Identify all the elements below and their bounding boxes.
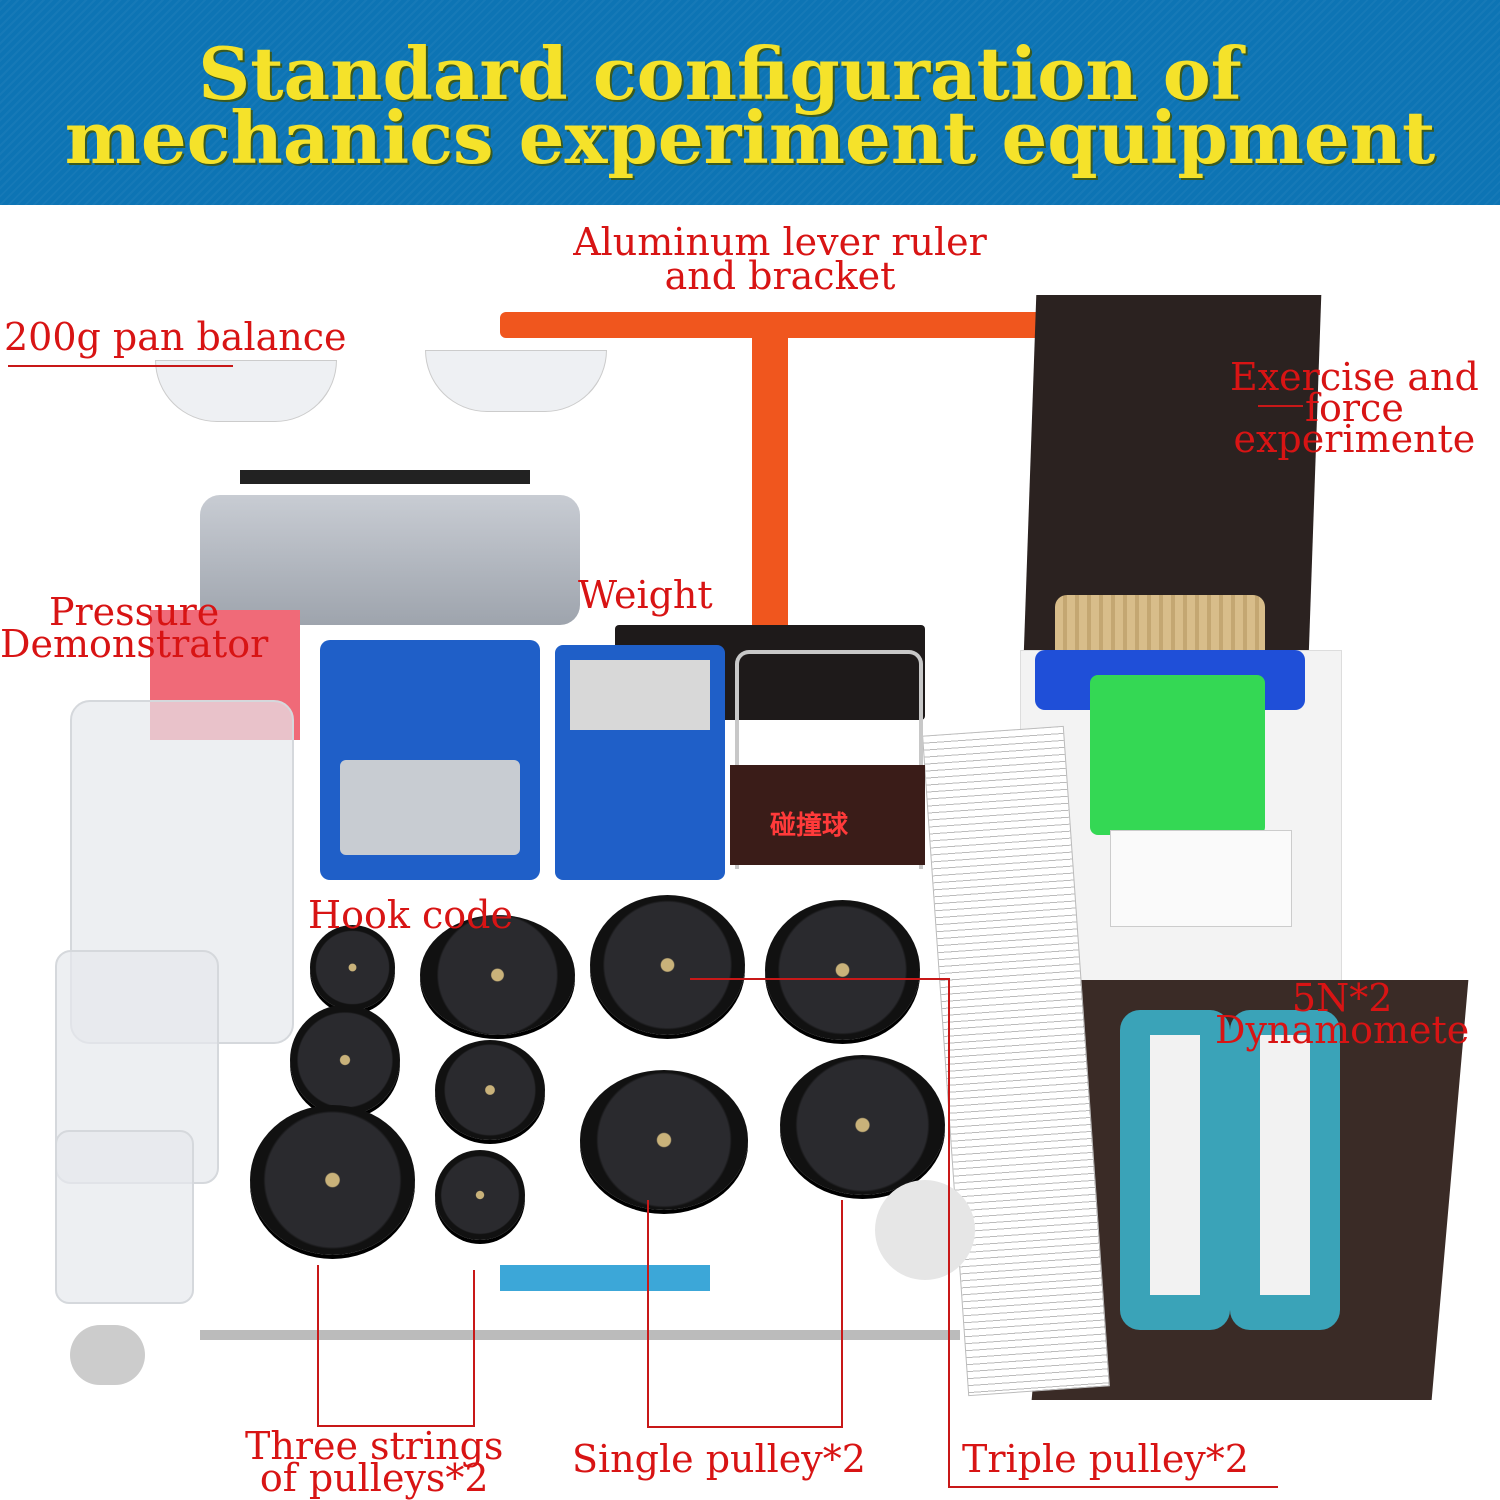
- leader-line: [317, 1425, 475, 1427]
- triple-pulley: [765, 900, 920, 1040]
- label-hook-code: Hook code: [308, 893, 513, 937]
- label-exercise: Exercise and force experimente: [1230, 355, 1479, 461]
- leader-line: [690, 978, 950, 980]
- measuring-cylinder-small: [55, 1130, 194, 1304]
- label-lever-line2: and bracket: [664, 254, 896, 298]
- protractor-disc: [875, 1180, 975, 1280]
- label-underline: [1258, 405, 1303, 407]
- label-pressure-line2: Demonstrator: [0, 622, 269, 666]
- green-block: [1090, 675, 1265, 835]
- label-three-strings: Three strings of pulleys*2: [245, 1424, 504, 1500]
- title-line-2: mechanics experiment equipment: [64, 95, 1436, 180]
- leader-line: [647, 1200, 649, 1428]
- leader-line: [317, 1265, 319, 1425]
- leader-line: [948, 1486, 1278, 1488]
- label-lever-line1: Aluminum lever ruler: [573, 220, 987, 264]
- pulley: [435, 1150, 525, 1240]
- leader-line: [473, 1270, 475, 1427]
- single-pulley: [780, 1055, 945, 1195]
- balance-beam: [240, 470, 530, 484]
- label-lever: Aluminum lever ruler and bracket: [545, 220, 1015, 298]
- dynamometer-2: [1230, 1010, 1340, 1330]
- label-three-strings-line1: Three strings: [245, 1424, 504, 1468]
- label-single-pulley: Single pulley*2: [572, 1437, 866, 1481]
- newtons-cradle-base: 碰撞球: [730, 765, 925, 865]
- lever-stand: [752, 330, 788, 650]
- leader-line: [841, 1200, 843, 1428]
- label-dynamometer-line2: Dynamomete: [1215, 1008, 1470, 1052]
- dynamometer-1: [1120, 1010, 1230, 1330]
- weight-box: [555, 645, 725, 880]
- white-block: [1110, 830, 1292, 927]
- title-banner: Standard configuration of mechanics expe…: [0, 0, 1500, 205]
- triple-pulley: [590, 895, 745, 1035]
- label-exercise-line1: Exercise and: [1230, 355, 1479, 399]
- label-underline: [8, 365, 233, 367]
- label-dynamometer-line1: 5N*2: [1291, 976, 1393, 1020]
- title-line-1: Standard configuration of: [198, 31, 1242, 116]
- pulley: [290, 1005, 400, 1115]
- label-dynamometer: 5N*2 Dynamomete: [1215, 976, 1470, 1052]
- balance-pan-left: [155, 360, 337, 422]
- hook-code-box: [320, 640, 540, 880]
- label-exercise-line2: force: [1304, 386, 1404, 430]
- newtons-cradle: [735, 650, 923, 869]
- label-weight: Weight: [578, 573, 713, 617]
- balance-pan-right: [425, 350, 607, 412]
- pulley: [420, 915, 575, 1035]
- collision-ball-label: 碰撞球: [770, 811, 849, 841]
- label-pressure-line1: Pressure: [48, 590, 220, 634]
- metal-weight: [70, 1325, 145, 1385]
- pulley: [250, 1105, 415, 1255]
- label-balance: 200g pan balance: [4, 315, 347, 359]
- leader-line: [647, 1426, 843, 1428]
- leader-line: [948, 978, 950, 1488]
- pulley: [310, 925, 395, 1010]
- tape-measure: [500, 1265, 710, 1291]
- label-three-strings-line2: of pulleys*2: [259, 1456, 489, 1500]
- balance-base: [200, 495, 580, 625]
- pulley: [435, 1040, 545, 1140]
- metal-rod: [200, 1330, 960, 1340]
- label-pressure: Pressure Demonstrator: [0, 590, 269, 666]
- single-pulley: [580, 1070, 748, 1210]
- label-exercise-line3: experimente: [1233, 417, 1476, 461]
- label-triple-pulley: Triple pulley*2: [962, 1437, 1249, 1481]
